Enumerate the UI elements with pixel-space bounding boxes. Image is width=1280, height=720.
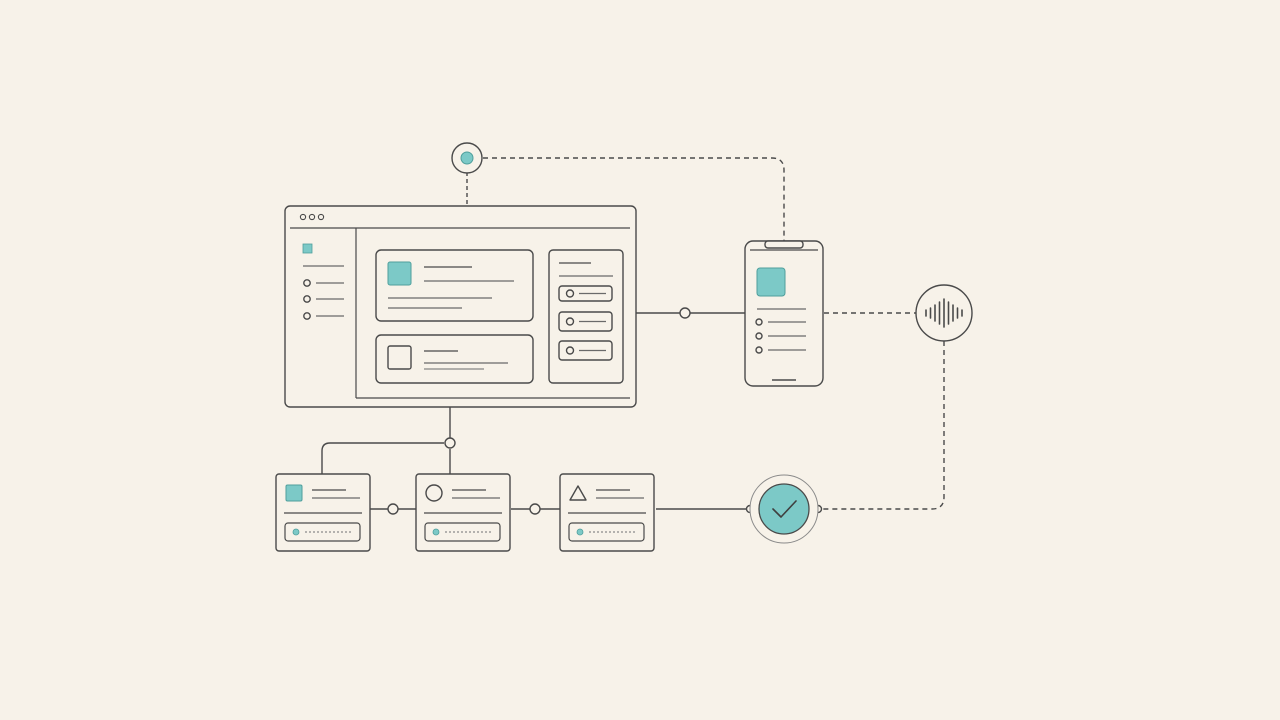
panel-row [558, 311, 613, 332]
content-card-secondary [375, 334, 534, 384]
sidebar-logo-square [302, 243, 313, 254]
panel-row [558, 285, 613, 302]
card-field [424, 522, 501, 542]
phone-list-item [755, 318, 806, 326]
browser-window [284, 205, 637, 408]
window-dots [299, 213, 325, 221]
square-icon [285, 484, 303, 502]
panel-row [558, 340, 613, 361]
triangle-icon [569, 485, 587, 501]
card-field-dot [576, 528, 584, 536]
waveform-icon [915, 284, 973, 342]
sidebar-item [303, 279, 344, 287]
circle-icon-card [415, 473, 511, 552]
sidebar-item [303, 295, 344, 303]
connector-junction-to-card-a [321, 442, 444, 474]
card-field [568, 522, 645, 542]
circle-icon [425, 484, 443, 502]
sidebar-item [303, 312, 344, 320]
target-icon [451, 142, 483, 174]
featured-image-square [387, 261, 412, 286]
secondary-image-square [387, 345, 412, 370]
dot-card-b-c [529, 503, 541, 515]
phone-list-item [755, 346, 806, 354]
card-field-dot [292, 528, 300, 536]
phone-list-item [755, 332, 806, 340]
card-field-dot [432, 528, 440, 536]
workflow-cards [275, 473, 655, 552]
side-panel [548, 249, 624, 384]
connector-top-to-phone [483, 157, 785, 241]
connector-voice-to-check [819, 341, 945, 510]
content-card-featured [375, 249, 534, 322]
dot-card-a-b [387, 503, 399, 515]
triangle-icon-card [559, 473, 655, 552]
phone-notch [764, 240, 804, 249]
sidebar [302, 243, 344, 320]
card-field [284, 522, 361, 542]
checkmark-icon [749, 474, 819, 544]
phone-app-icon [756, 267, 786, 297]
dot-junction [444, 437, 456, 449]
dot-browser-phone [679, 307, 691, 319]
phone-device [744, 240, 824, 387]
square-icon-card [275, 473, 371, 552]
